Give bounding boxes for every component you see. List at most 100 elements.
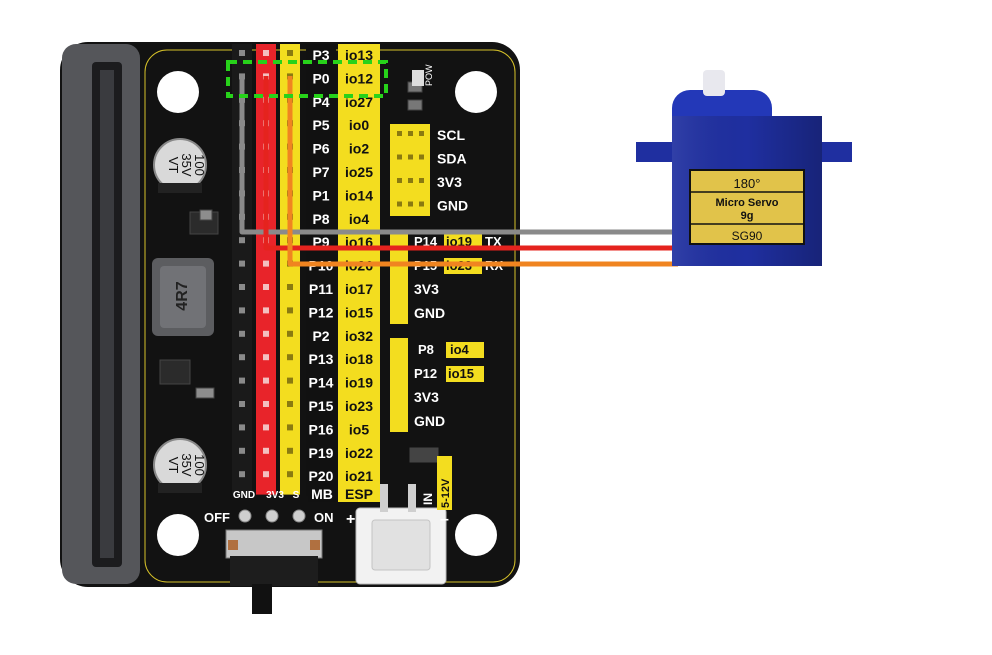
mb-pin-label: P13 [309, 351, 334, 367]
mb-pin-label: P16 [309, 421, 334, 437]
header-pin[interactable] [287, 284, 293, 290]
mounting-hole-bottom-right [455, 514, 497, 556]
header-pin[interactable] [239, 471, 245, 478]
header-pin[interactable] [239, 50, 245, 56]
i2c-pin[interactable] [397, 131, 402, 136]
header-pin[interactable] [263, 50, 269, 56]
i2c-pin[interactable] [397, 154, 402, 160]
mb-pin-label: P1 [312, 187, 329, 203]
servo-name: Micro Servo [716, 197, 779, 209]
switch-on-label: ON [314, 510, 334, 525]
header-column-0 [232, 44, 252, 495]
header-pin[interactable] [263, 377, 269, 384]
header-pin[interactable] [239, 260, 245, 267]
mb-pin-label: P8 [312, 211, 329, 227]
header-pin[interactable] [287, 401, 293, 407]
mounting-hole-bottom-left [157, 514, 199, 556]
i2c-pin[interactable] [397, 178, 402, 183]
wire-gnd-gray [239, 76, 678, 235]
header-pin[interactable] [239, 401, 245, 407]
header-pin[interactable] [239, 284, 245, 290]
servo-weight: 9g [741, 210, 754, 222]
i2c-label: SDA [437, 151, 467, 167]
i2c-pin[interactable] [419, 178, 424, 183]
header-pin[interactable] [239, 424, 245, 431]
aux-label: io15 [448, 366, 474, 381]
header-pin[interactable] [263, 307, 269, 314]
mb-pin-label: P5 [312, 117, 329, 133]
header-pin[interactable] [263, 260, 269, 267]
wire-3v3-red [263, 76, 678, 251]
mounting-hole-top-right [455, 71, 497, 113]
header-pin[interactable] [287, 307, 293, 314]
header-pin[interactable] [239, 330, 245, 337]
aux-label: GND [414, 413, 445, 429]
header-pin[interactable] [287, 330, 293, 337]
i2c-pin[interactable] [408, 178, 413, 183]
header-pin[interactable] [239, 377, 245, 384]
column-label: S [293, 490, 300, 501]
edge-connector-pins [100, 70, 114, 558]
header-column-1 [256, 44, 276, 495]
mb-pin-label: P14 [309, 375, 334, 391]
mb-pin-label: P3 [312, 47, 329, 63]
header-pin[interactable] [287, 377, 293, 384]
esp-pin-label: io19 [345, 375, 373, 391]
header-pin[interactable] [239, 307, 245, 314]
header-pin[interactable] [263, 471, 269, 478]
header-pin[interactable] [263, 330, 269, 337]
header-pin[interactable] [239, 237, 245, 244]
header-pin[interactable] [287, 50, 293, 56]
header-pin[interactable] [287, 471, 293, 478]
header-pin[interactable] [263, 447, 269, 454]
wire-signal-orange [287, 76, 678, 267]
column-label: ESP [345, 486, 373, 502]
esp-pin-label: io32 [345, 328, 373, 344]
mb-label-column [306, 44, 336, 496]
header-pin[interactable] [263, 354, 269, 361]
servo-wires [239, 76, 678, 267]
input-voltage-box: 5-12V [437, 456, 452, 510]
i2c-pin[interactable] [408, 154, 413, 160]
minus-label: – [440, 511, 449, 528]
i2c-pin[interactable] [397, 201, 402, 207]
inductor: 4R7 [152, 258, 214, 336]
header-pin[interactable] [239, 447, 245, 454]
mb-pin-label: P19 [309, 445, 334, 461]
power-input-connector[interactable] [355, 484, 447, 585]
aux-label: 3V3 [414, 389, 439, 405]
header-pin[interactable] [263, 284, 269, 290]
mb-pin-label: P12 [309, 304, 334, 320]
mounting-hole-top-left [157, 71, 199, 113]
i2c-label: GND [437, 198, 468, 214]
input-label: IN [421, 493, 435, 505]
header-pin[interactable] [239, 354, 245, 361]
i2c-pin[interactable] [419, 154, 424, 160]
header-pin[interactable] [263, 424, 269, 431]
header-pin[interactable] [263, 401, 269, 407]
esp-pin-label: io17 [345, 281, 373, 297]
mb-pin-label: P6 [312, 141, 329, 157]
esp-pin-label: io12 [345, 70, 373, 86]
column-label: GND [233, 490, 255, 501]
i2c-pin[interactable] [419, 201, 424, 207]
i2c-label: 3V3 [437, 174, 462, 190]
i2c-pin[interactable] [419, 131, 424, 136]
i2c-pin[interactable] [408, 131, 413, 136]
svg-text:5-12V: 5-12V [440, 478, 452, 508]
header-pin[interactable] [287, 354, 293, 361]
power-switch[interactable] [225, 509, 323, 614]
column-label: 3V3 [266, 490, 284, 501]
capacitor-top: 10035VVT [153, 138, 207, 193]
power-led: POW [412, 64, 434, 86]
esp-pin-label: io13 [345, 47, 373, 63]
mb-pin-label: P20 [309, 468, 334, 484]
esp-pin-label: io15 [345, 304, 373, 320]
plus-label: + [346, 511, 355, 528]
header-pin[interactable] [287, 447, 293, 454]
i2c-pin[interactable] [408, 201, 413, 207]
esp-pin-label: io0 [349, 117, 369, 133]
main-pin-headers [232, 44, 300, 495]
header-pin[interactable] [287, 424, 293, 431]
switch-off-label: OFF [204, 510, 230, 525]
